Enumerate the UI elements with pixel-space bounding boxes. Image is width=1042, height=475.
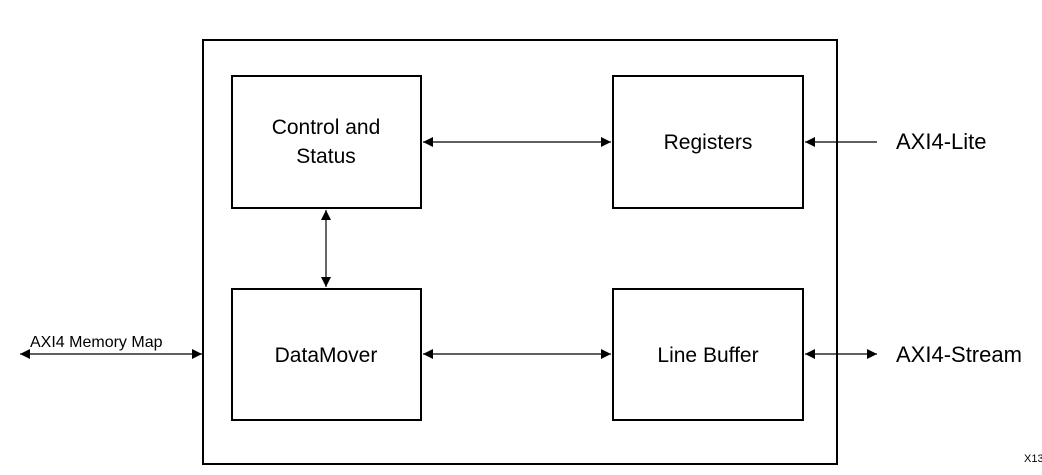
datamover-block: DataMover	[231, 288, 422, 421]
axi4-lite-label: AXI4-Lite	[896, 129, 987, 154]
line-buffer-block: Line Buffer	[612, 288, 804, 421]
control-status-block: Control and Status	[231, 75, 422, 209]
control-status-label-line1: Control and	[272, 116, 381, 139]
figure-id: X13	[1024, 453, 1042, 465]
axi4-stream-label: AXI4-Stream	[896, 342, 1022, 367]
datamover-label: DataMover	[275, 344, 378, 367]
axi4-memory-map-label: AXI4 Memory Map	[30, 334, 163, 351]
line-buffer-label: Line Buffer	[657, 344, 758, 367]
registers-block: Registers	[612, 75, 804, 209]
registers-label: Registers	[664, 131, 753, 154]
control-status-label-line2: Status	[296, 145, 356, 168]
